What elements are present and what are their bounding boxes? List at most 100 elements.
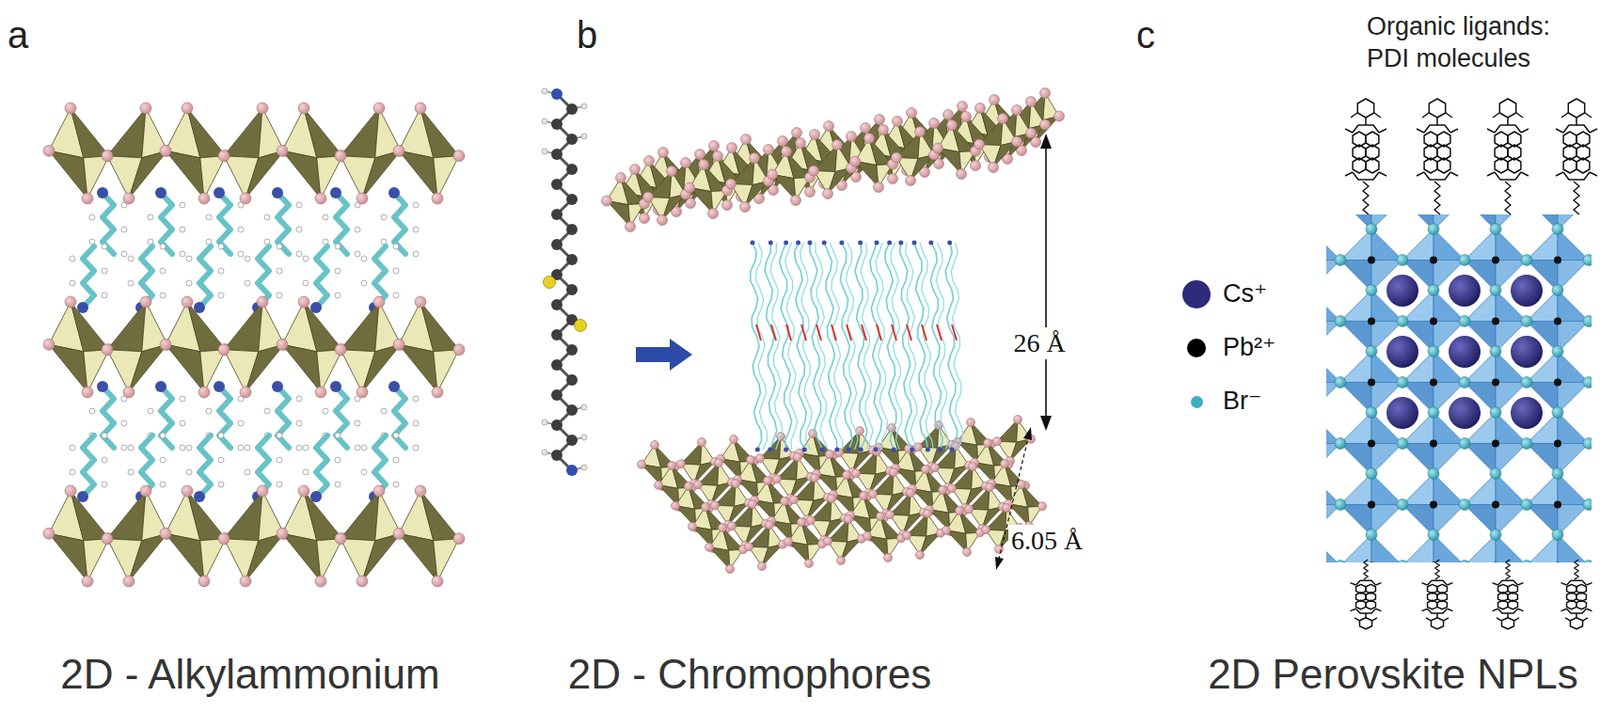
carbonyl bbox=[1520, 128, 1529, 133]
halide-atom bbox=[726, 178, 737, 190]
octahedron-face bbox=[1464, 443, 1496, 476]
nitrogen-atom bbox=[310, 301, 322, 314]
chromophore-molecule bbox=[875, 242, 888, 450]
carbonyl bbox=[1492, 608, 1499, 611]
bromide-atom bbox=[1552, 407, 1564, 419]
halide-atom bbox=[43, 338, 55, 350]
halide-atom bbox=[414, 485, 427, 497]
halide-atom bbox=[887, 174, 899, 185]
bromide-atom bbox=[1583, 499, 1592, 511]
halide-atom bbox=[181, 296, 193, 308]
legend-text: Cs⁺ bbox=[1222, 279, 1268, 309]
hydrogen-atom bbox=[354, 226, 361, 233]
bromide-atom bbox=[1396, 560, 1409, 564]
nitrogen-atom bbox=[807, 240, 812, 246]
lead-atom bbox=[1491, 562, 1500, 564]
chromophore-molecule bbox=[950, 242, 964, 450]
octahedron-face bbox=[83, 538, 110, 582]
hydrogen-atom bbox=[218, 268, 224, 274]
halide-atom bbox=[714, 459, 724, 468]
nitrogen-atom bbox=[891, 447, 897, 453]
nitrogen-atom bbox=[193, 491, 206, 503]
alkyl-chain bbox=[257, 435, 270, 497]
perylene-ring bbox=[1576, 158, 1590, 174]
halide-atom bbox=[746, 456, 756, 465]
carbonyl bbox=[1450, 128, 1458, 133]
panel-caption: 2D Perovskite NPLs bbox=[1207, 650, 1579, 699]
halide-atom bbox=[334, 150, 347, 162]
octahedron-face bbox=[420, 491, 460, 541]
carbonyl bbox=[1376, 608, 1382, 611]
hydrogen-atom bbox=[412, 420, 419, 427]
octahedron-face bbox=[398, 150, 438, 199]
octahedron-face bbox=[1495, 443, 1527, 476]
dimension-label: 26 Å bbox=[1010, 327, 1068, 360]
lead-atom bbox=[1553, 501, 1562, 509]
halide-atom bbox=[256, 296, 269, 308]
halide-atom bbox=[791, 195, 802, 206]
hydrogen-atom bbox=[186, 469, 192, 476]
octahedron-face bbox=[420, 301, 460, 352]
bromide-atom bbox=[1334, 316, 1347, 328]
carbon-atom bbox=[566, 193, 578, 206]
alkyl-chain bbox=[335, 192, 348, 254]
nitrogen-atom bbox=[873, 447, 879, 453]
halide-atom bbox=[889, 468, 899, 477]
halide-atom bbox=[140, 485, 152, 497]
halide-atom bbox=[1026, 127, 1037, 139]
bromide-atom bbox=[1489, 529, 1502, 541]
bromide-atom bbox=[1458, 438, 1471, 450]
halide-atom bbox=[181, 485, 193, 497]
imide-ring bbox=[1424, 125, 1451, 133]
methyl-group bbox=[1514, 617, 1520, 621]
hydrogen-atom bbox=[393, 268, 399, 274]
nitrogen-atom bbox=[857, 240, 863, 246]
hydrogen-atom bbox=[159, 292, 166, 299]
nitrogen-atom bbox=[213, 187, 225, 199]
octahedron-face bbox=[1433, 443, 1465, 476]
octahedron-face bbox=[1526, 229, 1558, 261]
halide-atom bbox=[667, 461, 677, 471]
perylene-ring bbox=[1437, 158, 1451, 174]
hydrogen-atom bbox=[69, 280, 76, 286]
imide-ring bbox=[1424, 172, 1451, 180]
alkyl-chain bbox=[277, 386, 289, 448]
hydrogen-atom bbox=[179, 251, 186, 257]
octahedron-face bbox=[1464, 505, 1496, 537]
arrowhead bbox=[1023, 427, 1032, 441]
halide-atom bbox=[630, 164, 641, 175]
perovskite-lattice bbox=[1326, 214, 1592, 563]
halide-atom bbox=[983, 439, 993, 448]
carbonyl bbox=[1422, 583, 1428, 586]
hydrogen-atom bbox=[302, 469, 309, 476]
nitrogen-atom bbox=[96, 380, 109, 393]
perylene-ring bbox=[1576, 584, 1586, 594]
halide-atom bbox=[795, 138, 807, 149]
octahedron-face bbox=[303, 108, 343, 159]
carbonyl bbox=[1345, 128, 1353, 133]
halide-atom bbox=[694, 480, 703, 490]
methyl-group bbox=[1374, 112, 1381, 118]
octahedron-face bbox=[107, 108, 146, 159]
hydrogen-atom bbox=[276, 457, 283, 463]
nitrogen-atom bbox=[887, 240, 892, 246]
octahedron-face bbox=[187, 491, 226, 541]
lead-atom bbox=[1491, 440, 1500, 448]
halide-atom bbox=[1017, 480, 1027, 490]
nitrogen-atom bbox=[822, 240, 827, 246]
methyl-group bbox=[1516, 112, 1523, 118]
halide-atom bbox=[639, 213, 650, 224]
octahedron-face bbox=[1557, 321, 1589, 353]
hydrogen-atom bbox=[296, 251, 302, 257]
carbonyl bbox=[1518, 583, 1524, 586]
hydrogen-atom bbox=[205, 408, 212, 414]
halide-atom bbox=[902, 531, 912, 540]
alkyl-chain bbox=[160, 192, 173, 254]
carbon-atom bbox=[566, 103, 578, 115]
hydrogen-atom bbox=[393, 243, 399, 250]
halide-atom bbox=[625, 221, 636, 233]
halide-atom bbox=[929, 118, 940, 129]
lead-atom bbox=[1429, 256, 1438, 265]
octahedron-face bbox=[1495, 535, 1527, 564]
bromide-atom bbox=[1552, 346, 1564, 358]
